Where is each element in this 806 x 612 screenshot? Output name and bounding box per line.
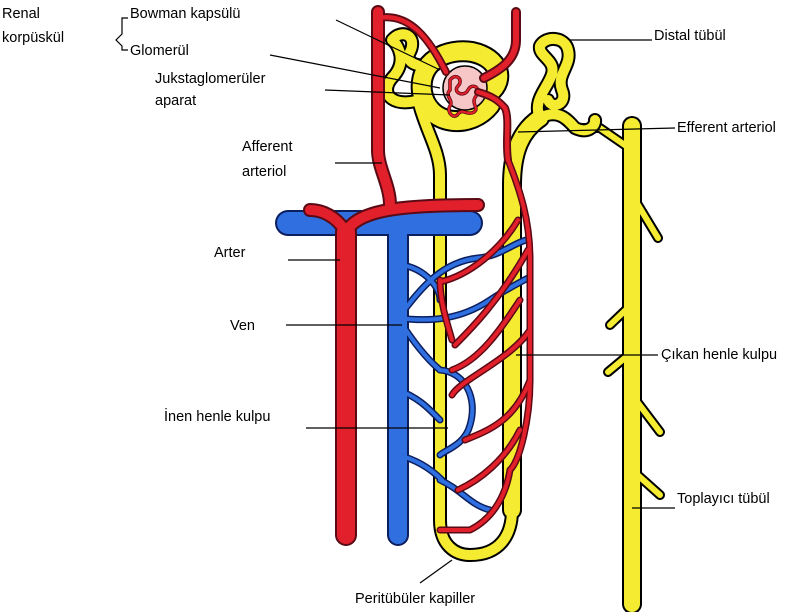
label-artery: Arter [214, 245, 246, 261]
label-afferent-line1: Afferent [242, 139, 293, 155]
label-bowman-capsule: Bowman kapsülü [130, 6, 240, 22]
label-afferent-line2: arteriol [242, 164, 286, 180]
label-descending-loop: İnen henle kulpu [164, 407, 270, 425]
label-juxtaglomerular-line2: aparat [155, 93, 196, 109]
label-juxtaglomerular-line1: Jukstaglomerüler [155, 71, 266, 87]
label-efferent-arteriole: Efferent arteriol [677, 120, 776, 136]
label-peritubular: Peritübüler kapiller [355, 591, 475, 607]
label-distal-tubule: Distal tübül [654, 28, 726, 44]
label-ascending-loop: Çıkan henle kulpu [661, 347, 777, 363]
label-collecting-tubule: Toplayıcı tübül [677, 491, 770, 507]
label-vein: Ven [230, 318, 255, 334]
label-glomerulus: Glomerül [130, 43, 189, 59]
label-renal-line1: Renal [2, 6, 40, 22]
label-renal-line2: korpüskül [2, 30, 64, 46]
